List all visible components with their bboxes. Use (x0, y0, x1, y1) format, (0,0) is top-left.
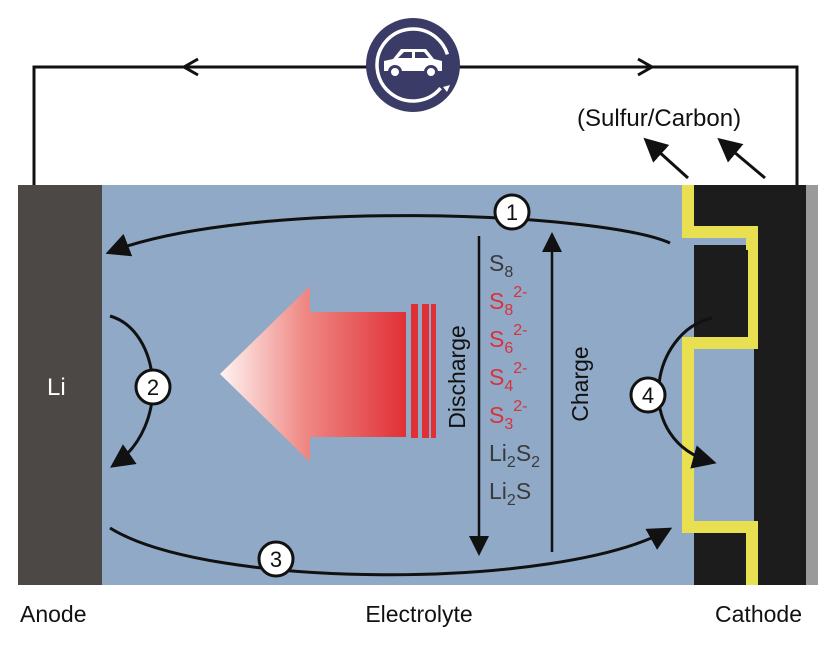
wire-arrow-left (180, 57, 199, 77)
species-2: S62- (489, 322, 527, 357)
shuttle-arrow (220, 286, 436, 462)
wire-arrow-right (637, 57, 656, 77)
step-4: 4 (629, 376, 667, 414)
species-0: S8 (489, 250, 513, 281)
species-1: S82- (489, 284, 527, 319)
anode-caption: Anode (20, 601, 87, 627)
path-1 (105, 214, 671, 257)
species-6: Li2S (489, 478, 531, 509)
species-4: S32- (489, 398, 527, 433)
circuit-wire (32, 65, 799, 185)
cathode-edge (806, 185, 818, 585)
path-3 (109, 526, 673, 577)
pointer-arrow-1 (643, 137, 690, 180)
discharge-label: Discharge (444, 325, 470, 429)
step-1-number: 1 (506, 200, 518, 225)
anode-metal-label: Li (47, 374, 66, 401)
cathode-material-label: (Sulfur/Carbon) (577, 105, 741, 132)
current-collector (682, 185, 758, 585)
car-icon (366, 18, 460, 112)
species-5: Li2S2 (489, 440, 540, 471)
species-3: S42- (489, 360, 527, 395)
pointer-arrow-2 (717, 137, 766, 180)
electrolyte-caption: Electrolyte (365, 601, 472, 627)
cathode-block (700, 250, 748, 337)
anode (18, 185, 102, 585)
step-2: 2 (134, 368, 172, 406)
cathode-caption: Cathode (715, 601, 802, 627)
charge-label: Charge (567, 346, 593, 421)
step-4-number: 4 (642, 383, 654, 408)
step-3: 3 (257, 540, 295, 578)
step-2-number: 2 (147, 375, 159, 400)
step-3-number: 3 (270, 547, 282, 572)
step-1: 1 (493, 193, 531, 231)
